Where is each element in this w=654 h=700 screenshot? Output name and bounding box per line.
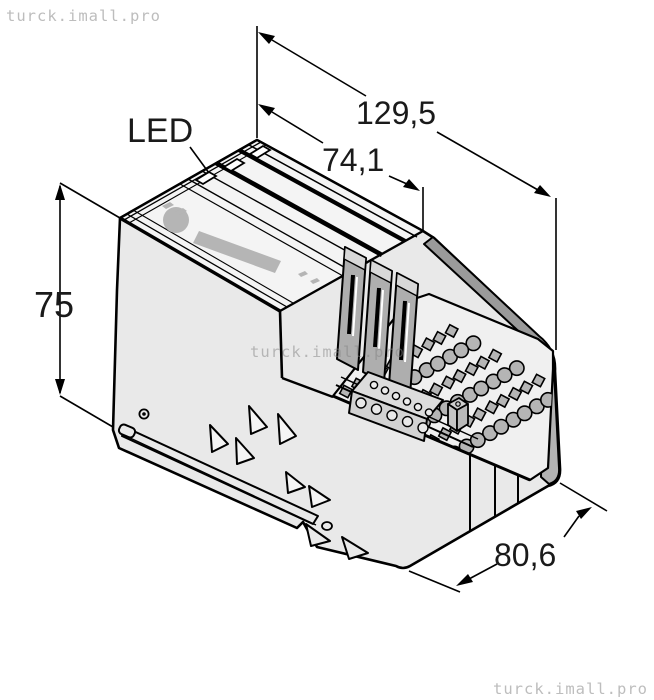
foot-wedge-1 [305, 523, 331, 547]
terminal-contact-square [432, 330, 447, 346]
terminal-contact-square [487, 348, 503, 364]
arrowhead-downright [403, 179, 420, 191]
connector-hole [413, 402, 423, 412]
terminal-contact-square [518, 380, 534, 395]
connector-hole [355, 397, 367, 409]
terminal-contact-square [531, 373, 546, 388]
terminal-contact [469, 432, 486, 449]
terminal-contact [508, 360, 525, 377]
terminal-contact-square [507, 386, 523, 402]
led-windows [194, 144, 272, 186]
terminal-contact-square [420, 336, 436, 352]
connector-hole [424, 408, 434, 417]
terminal-contact [516, 405, 533, 422]
arrowhead-downright [534, 185, 551, 197]
led-label: LED [127, 112, 193, 150]
terminal-contact-square [464, 361, 480, 377]
gateway-display-area [126, 202, 320, 308]
arrowhead-upleft [258, 32, 275, 44]
terminal-contact-square [495, 393, 511, 409]
slice-front-1 [336, 245, 367, 371]
dimension-depth-80-6 [408, 482, 608, 593]
slice-modules [336, 245, 419, 397]
gateway-right-edge [278, 310, 284, 379]
led-callout [189, 146, 210, 174]
terminal-contact [465, 335, 482, 352]
watermark-center: turck.imall.pro [250, 343, 405, 361]
connector-hole [391, 391, 401, 401]
terminal-contact-square [428, 382, 444, 397]
terminal-contact-square [475, 355, 491, 371]
dim-module-length-label: 74,1 [322, 142, 384, 178]
terminal-contact-square [440, 375, 456, 390]
dimension-module-length-74-1 [258, 104, 424, 230]
connector-hole [380, 386, 390, 395]
slice-front-2 [362, 258, 393, 384]
watermark-top-left: turck.imall.pro [6, 7, 161, 25]
tiny-led-a [162, 202, 174, 209]
foot-slot [117, 423, 137, 439]
slice-top-ridges [179, 144, 416, 277]
watermark-bottom-right: turck.imall.pro [493, 680, 648, 698]
screw-post [447, 397, 469, 432]
dimension-total-length-129-5 [256, 26, 557, 350]
terminal-contact [493, 418, 510, 435]
foot-screw-2 [321, 521, 333, 531]
arrowhead-downleft [456, 574, 473, 586]
terminal-contact [453, 342, 470, 359]
arrowhead-down [55, 379, 65, 395]
connector-hole [370, 403, 383, 415]
arrowhead-upleft [258, 104, 275, 116]
round-service-window [163, 207, 189, 233]
display-window [193, 231, 281, 273]
dimension-height-75 [55, 182, 121, 428]
connector-hole [401, 415, 414, 428]
terminal-contact-square [444, 323, 460, 339]
terminal-contact [496, 367, 513, 384]
dim-height-label: 75 [34, 284, 74, 325]
terminal-contact-square [452, 368, 467, 384]
tiny-led-d [310, 278, 320, 284]
led-window-3 [248, 144, 272, 160]
arrowhead-up [55, 184, 65, 200]
front-face [117, 216, 519, 560]
connector-hole [402, 397, 412, 406]
led-window-2 [222, 157, 246, 173]
connector-top-holes [369, 380, 434, 417]
panel-front-edge [119, 216, 281, 313]
connector-front-holes [355, 397, 429, 434]
connector-hole [369, 380, 379, 390]
connector-hole [417, 422, 429, 434]
foot-screw [138, 408, 150, 420]
terminal-contact-square [472, 406, 487, 422]
dim-total-length-label: 129,5 [356, 95, 436, 131]
connector-block [348, 371, 469, 442]
connector-hole [386, 409, 398, 422]
terminal-contact [429, 355, 446, 372]
base-front-left-edge [281, 376, 334, 399]
terminal-contact-square [484, 399, 500, 415]
din-rail-foot [117, 408, 369, 560]
dim-depth-label: 80,6 [494, 537, 556, 573]
tiny-led-b [175, 208, 187, 215]
arrowhead-upright [576, 507, 592, 519]
tiny-led-c [298, 271, 308, 277]
vent-slots [209, 405, 331, 508]
led-window-1 [194, 170, 218, 186]
terminal-contact [473, 380, 490, 397]
foot-wedge-2 [341, 536, 369, 560]
